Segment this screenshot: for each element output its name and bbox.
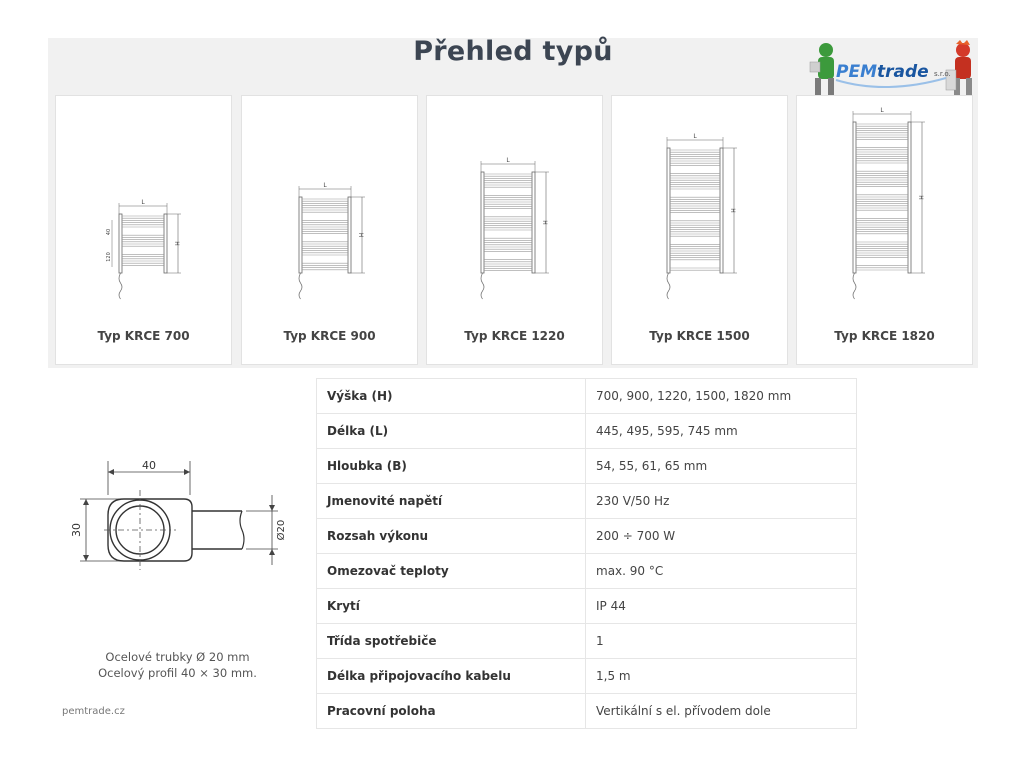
table-row: Výška (H)700, 900, 1220, 1500, 1820 mm — [316, 378, 857, 414]
pemtrade-logo: PEMtrade s.r.o. — [806, 40, 978, 100]
logo-suffix: s.r.o. — [934, 70, 951, 78]
logo-mascots-icon — [809, 40, 972, 96]
spec-table: Výška (H)700, 900, 1220, 1500, 1820 mm D… — [316, 378, 857, 729]
profile-width-label: 40 — [142, 459, 156, 472]
radiator-drawing-icon: LH — [480, 157, 549, 300]
logo-wordmark: PEMtrade — [836, 62, 929, 82]
spec-key: Délka připojovacího kabelu — [316, 658, 586, 694]
spacing-mark: 120 — [106, 252, 112, 262]
profile-diameter-label: Ø20 — [275, 520, 287, 541]
caption-line: Ocelový profil 40 × 30 mm. — [98, 666, 257, 680]
spec-value: max. 90 °C — [585, 553, 857, 589]
spec-value: IP 44 — [585, 588, 857, 624]
type-label: Typ KRCE 1820 — [834, 329, 935, 343]
type-label: Typ KRCE 1500 — [649, 329, 750, 343]
page-title: Přehled typů — [413, 36, 613, 67]
spec-key: Jmenovité napětí — [316, 483, 586, 519]
spec-value: 445, 495, 595, 745 mm — [585, 413, 857, 449]
table-row: Hloubka (B)54, 55, 61, 65 mm — [316, 448, 857, 484]
length-mark: L — [693, 133, 697, 140]
radiator-drawing-icon: LH — [298, 182, 365, 300]
spacing-mark: 40 — [106, 229, 112, 235]
type-card: L H 40 120 Typ KRCE 700 — [55, 95, 232, 365]
spec-value: 700, 900, 1220, 1500, 1820 mm — [585, 378, 857, 414]
radiator-drawing-icon: LH — [666, 133, 737, 300]
spec-value: 200 ÷ 700 W — [585, 518, 857, 554]
spec-value: 1 — [585, 623, 857, 659]
spec-key: Krytí — [316, 588, 586, 624]
spec-key: Délka (L) — [316, 413, 586, 449]
length-mark: L — [506, 157, 510, 164]
spec-key: Třída spotřebiče — [316, 623, 586, 659]
spec-value: 1,5 m — [585, 658, 857, 694]
type-label: Typ KRCE 700 — [97, 329, 190, 343]
length-mark: L — [323, 182, 327, 189]
type-label: Typ KRCE 900 — [283, 329, 376, 343]
spec-key: Hloubka (B) — [316, 448, 586, 484]
height-mark: H — [173, 241, 180, 246]
site-url: pemtrade.cz — [62, 706, 125, 717]
length-mark: L — [141, 199, 145, 206]
height-mark: H — [357, 233, 364, 238]
spec-key: Pracovní poloha — [316, 693, 586, 729]
spec-value: 54, 55, 61, 65 mm — [585, 448, 857, 484]
spec-key: Rozsah výkonu — [316, 518, 586, 554]
spec-value: Vertikální s el. přívodem dole — [585, 693, 857, 729]
caption-line: Ocelové trubky Ø 20 mm — [105, 650, 250, 664]
height-mark: H — [541, 220, 548, 225]
radiator-drawing-icon: L H 40 120 — [106, 199, 181, 300]
tube-profile-drawing: 40 30 Ø20 — [70, 459, 287, 570]
spec-value: 230 V/50 Hz — [585, 483, 857, 519]
spec-key: Výška (H) — [316, 378, 586, 414]
table-row: Délka (L)445, 495, 595, 745 mm — [316, 413, 857, 449]
profile-caption: Ocelové trubky Ø 20 mm Ocelový profil 40… — [70, 649, 285, 681]
profile-height-label: 30 — [70, 523, 83, 537]
height-mark: H — [917, 195, 924, 200]
height-mark: H — [729, 208, 736, 213]
length-mark: L — [880, 107, 884, 114]
spec-key: Omezovač teploty — [316, 553, 586, 589]
type-label: Typ KRCE 1220 — [464, 329, 565, 343]
radiator-drawing-icon: LH — [852, 107, 925, 300]
